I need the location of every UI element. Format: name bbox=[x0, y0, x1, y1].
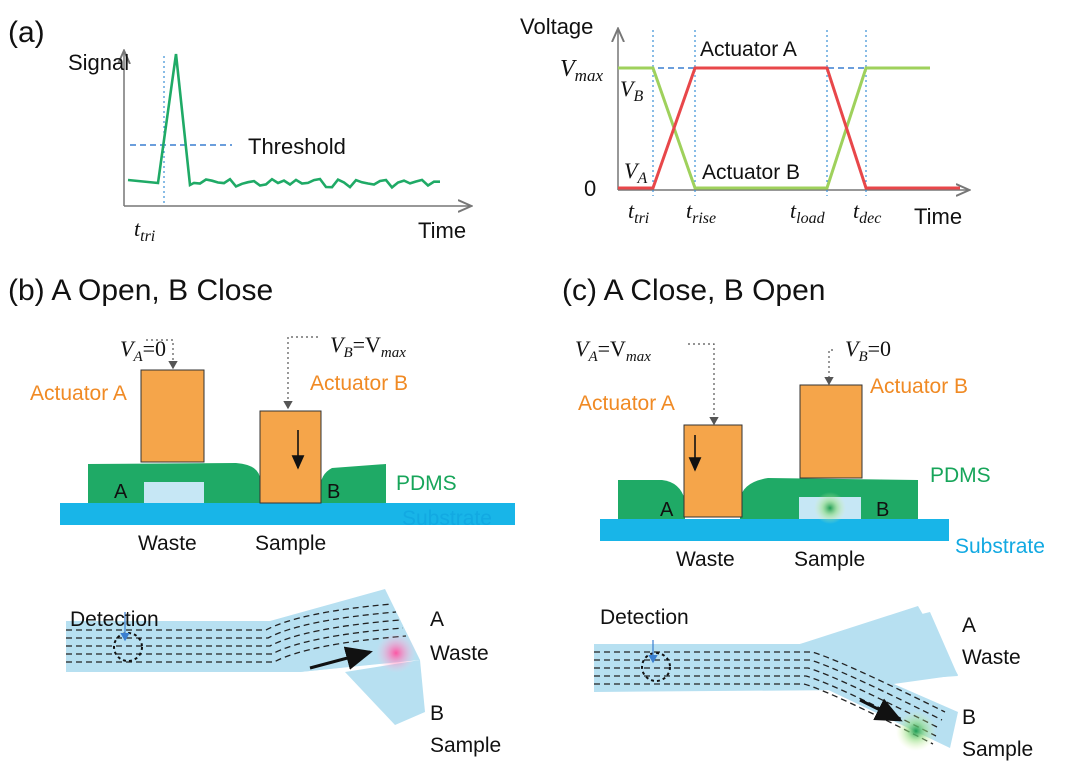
panel-c-cross-section: VA=Vmax VB=0 Actuator A Actuator B PDMS … bbox=[575, 336, 1045, 571]
actuator-b-block-b bbox=[259, 410, 322, 504]
va-pointer-c bbox=[688, 343, 719, 426]
branch-a-name-b: Waste bbox=[430, 642, 489, 665]
tick-dec: tdec bbox=[853, 198, 881, 227]
waste-chamber-b bbox=[144, 482, 204, 503]
actuator-a-voltage-trace bbox=[618, 66, 960, 190]
signal-trace bbox=[127, 53, 440, 190]
vb-zero-label: VB=0 bbox=[845, 336, 891, 365]
waste-label-c: Waste bbox=[676, 548, 735, 571]
detection-label-b: Detection bbox=[70, 608, 159, 631]
waste-branch-c bbox=[800, 612, 958, 684]
panel-c-channel: Detection A Waste B Sample bbox=[594, 606, 1033, 761]
substrate-label-c: Substrate bbox=[955, 535, 1045, 558]
panel-b-cross-section: VA=0 VB=Vmax Actuator A Actuator B PDMS … bbox=[30, 332, 515, 555]
substrate-label-b: Substrate bbox=[402, 507, 492, 530]
detection-spot-b bbox=[113, 632, 143, 662]
branch-a-letter-c: A bbox=[962, 614, 976, 637]
branch-b-letter-c: B bbox=[962, 706, 976, 729]
detection-label-c: Detection bbox=[600, 606, 689, 629]
branch-a-name-c: Waste bbox=[962, 646, 1021, 669]
droplet-sample-c bbox=[896, 711, 936, 751]
actuator-b-voltage-trace bbox=[618, 66, 930, 190]
branch-b-letter-b: B bbox=[430, 702, 444, 725]
branch-b-name-b: Sample bbox=[430, 734, 501, 757]
sample-label-b: Sample bbox=[255, 532, 326, 555]
va-pointer bbox=[146, 339, 178, 370]
panel-b-title: (b) A Open, B Close bbox=[8, 274, 273, 307]
actuator-b-block-c bbox=[799, 384, 863, 479]
droplet-chamber-c bbox=[814, 492, 846, 524]
sample-branch-b bbox=[345, 660, 425, 725]
signal-y-label: Signal bbox=[68, 50, 129, 75]
vb-pointer-c bbox=[824, 349, 834, 386]
chamber-b-label-c: B bbox=[876, 499, 889, 521]
flow-arrow-c bbox=[859, 698, 903, 722]
panel-c-title: (c) A Close, B Open bbox=[562, 274, 825, 307]
pdms-label-b: PDMS bbox=[396, 472, 457, 495]
actuator-a-label-c: Actuator A bbox=[578, 392, 675, 415]
voltage-x-label: Time bbox=[914, 204, 962, 229]
vb-pointer bbox=[283, 336, 318, 410]
tick-load: tload bbox=[790, 198, 826, 227]
waste-label-b: Waste bbox=[138, 532, 197, 555]
va-zero-label: VA=0 bbox=[120, 336, 166, 365]
pdms-label-c: PDMS bbox=[930, 464, 991, 487]
chamber-b-label-b: B bbox=[327, 481, 340, 503]
actuator-b-label-c: Actuator B bbox=[870, 375, 968, 398]
zero-label: 0 bbox=[584, 176, 596, 201]
pdms-left-c bbox=[618, 480, 685, 519]
branch-b-name-c: Sample bbox=[962, 738, 1033, 761]
pdms-right bbox=[320, 464, 386, 503]
actuator-b-label-b: Actuator B bbox=[310, 372, 408, 395]
detection-spot-c bbox=[641, 652, 671, 682]
chamber-a-label-c: A bbox=[660, 499, 674, 521]
substrate-c bbox=[600, 519, 949, 541]
vb-vmax-label: VB=Vmax bbox=[330, 332, 406, 361]
voltage-chart: Voltage Vmax 0 VB VA Actuator A Actuator… bbox=[520, 14, 968, 229]
sample-label-c: Sample bbox=[794, 548, 865, 571]
vmax-label: Vmax bbox=[560, 56, 603, 85]
chamber-a-label-b: A bbox=[114, 481, 128, 503]
actuator-a-block-b bbox=[140, 369, 205, 463]
panel-b-channel: Detection A Waste B Sample bbox=[66, 589, 501, 757]
droplet-waste-b bbox=[376, 633, 416, 673]
tick-tri: ttri bbox=[628, 198, 649, 227]
voltage-y-label: Voltage bbox=[520, 14, 593, 39]
flow-arrow-b bbox=[309, 646, 373, 670]
threshold-label: Threshold bbox=[248, 134, 346, 159]
vb-label: VB bbox=[620, 76, 643, 105]
va-vmax-label: VA=Vmax bbox=[575, 336, 651, 365]
va-label: VA bbox=[624, 158, 647, 187]
actuator-a-label-b: Actuator A bbox=[30, 382, 127, 405]
panel-a-label: (a) bbox=[8, 16, 45, 49]
branch-a-letter-b: A bbox=[430, 608, 444, 631]
actuator-b-trace-label: Actuator B bbox=[702, 161, 800, 184]
trigger-tick-label: ttri bbox=[134, 216, 155, 245]
substrate-b bbox=[60, 503, 515, 525]
actuator-a-trace-label: Actuator A bbox=[700, 38, 797, 61]
signal-chart: Signal Time Threshold ttri bbox=[68, 50, 470, 245]
tick-rise: trise bbox=[686, 198, 716, 227]
signal-x-label: Time bbox=[418, 218, 466, 243]
actuator-a-block-c bbox=[683, 424, 743, 518]
